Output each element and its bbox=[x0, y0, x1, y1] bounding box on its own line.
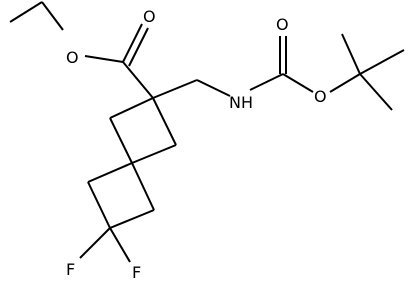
bond-ring2-a bbox=[87, 162, 133, 183]
bond-ring1-a bbox=[109, 97, 154, 119]
fluorine-label-2: F bbox=[132, 263, 141, 282]
bond-ring1-b bbox=[109, 117, 133, 164]
bond-tbu-methyl-1 bbox=[341, 33, 361, 75]
bond-ester-c-o-double-a bbox=[122, 23, 143, 63]
bond-ring2-d bbox=[131, 162, 155, 211]
bond-quaternary-ch2 bbox=[152, 79, 198, 99]
bond-ethyl-ch3-ch2 bbox=[9, 1, 43, 23]
bond-c-f-1 bbox=[79, 227, 111, 259]
bond-carbonyl-quaternary bbox=[122, 61, 154, 99]
bond-ester-c-o-double-b bbox=[128, 27, 149, 67]
bond-ring2-b bbox=[87, 181, 111, 229]
ester-carbonyl-oxygen-label: O bbox=[143, 7, 156, 26]
bond-carbamate-c-o-single bbox=[282, 73, 314, 93]
carbamate-ester-oxygen-label: O bbox=[314, 87, 327, 106]
fluorine-label-1: F bbox=[66, 260, 75, 279]
bond-ethyl-ch2-o bbox=[41, 1, 64, 31]
bond-o-tertbutyl-c bbox=[329, 73, 361, 93]
carbamate-carbonyl-oxygen-label: O bbox=[276, 15, 289, 34]
bond-ring1-c bbox=[131, 144, 177, 164]
atom-labels: O O O O NH F F bbox=[66, 7, 327, 282]
bond-c-f-2 bbox=[109, 227, 131, 263]
bond-ch2-n bbox=[196, 79, 231, 97]
bond-skeleton bbox=[9, 1, 405, 263]
bond-tbu-methyl-2 bbox=[359, 49, 405, 75]
bond-tbu-methyl-3 bbox=[359, 73, 393, 111]
bond-ring1-d bbox=[152, 97, 177, 146]
bond-n-carbamate-c bbox=[249, 73, 284, 91]
bond-o-carbonyl-c bbox=[84, 55, 124, 63]
amine-nh-label: NH bbox=[229, 93, 253, 112]
ester-oxygen-label: O bbox=[66, 48, 79, 67]
bond-ring2-c bbox=[109, 209, 155, 229]
